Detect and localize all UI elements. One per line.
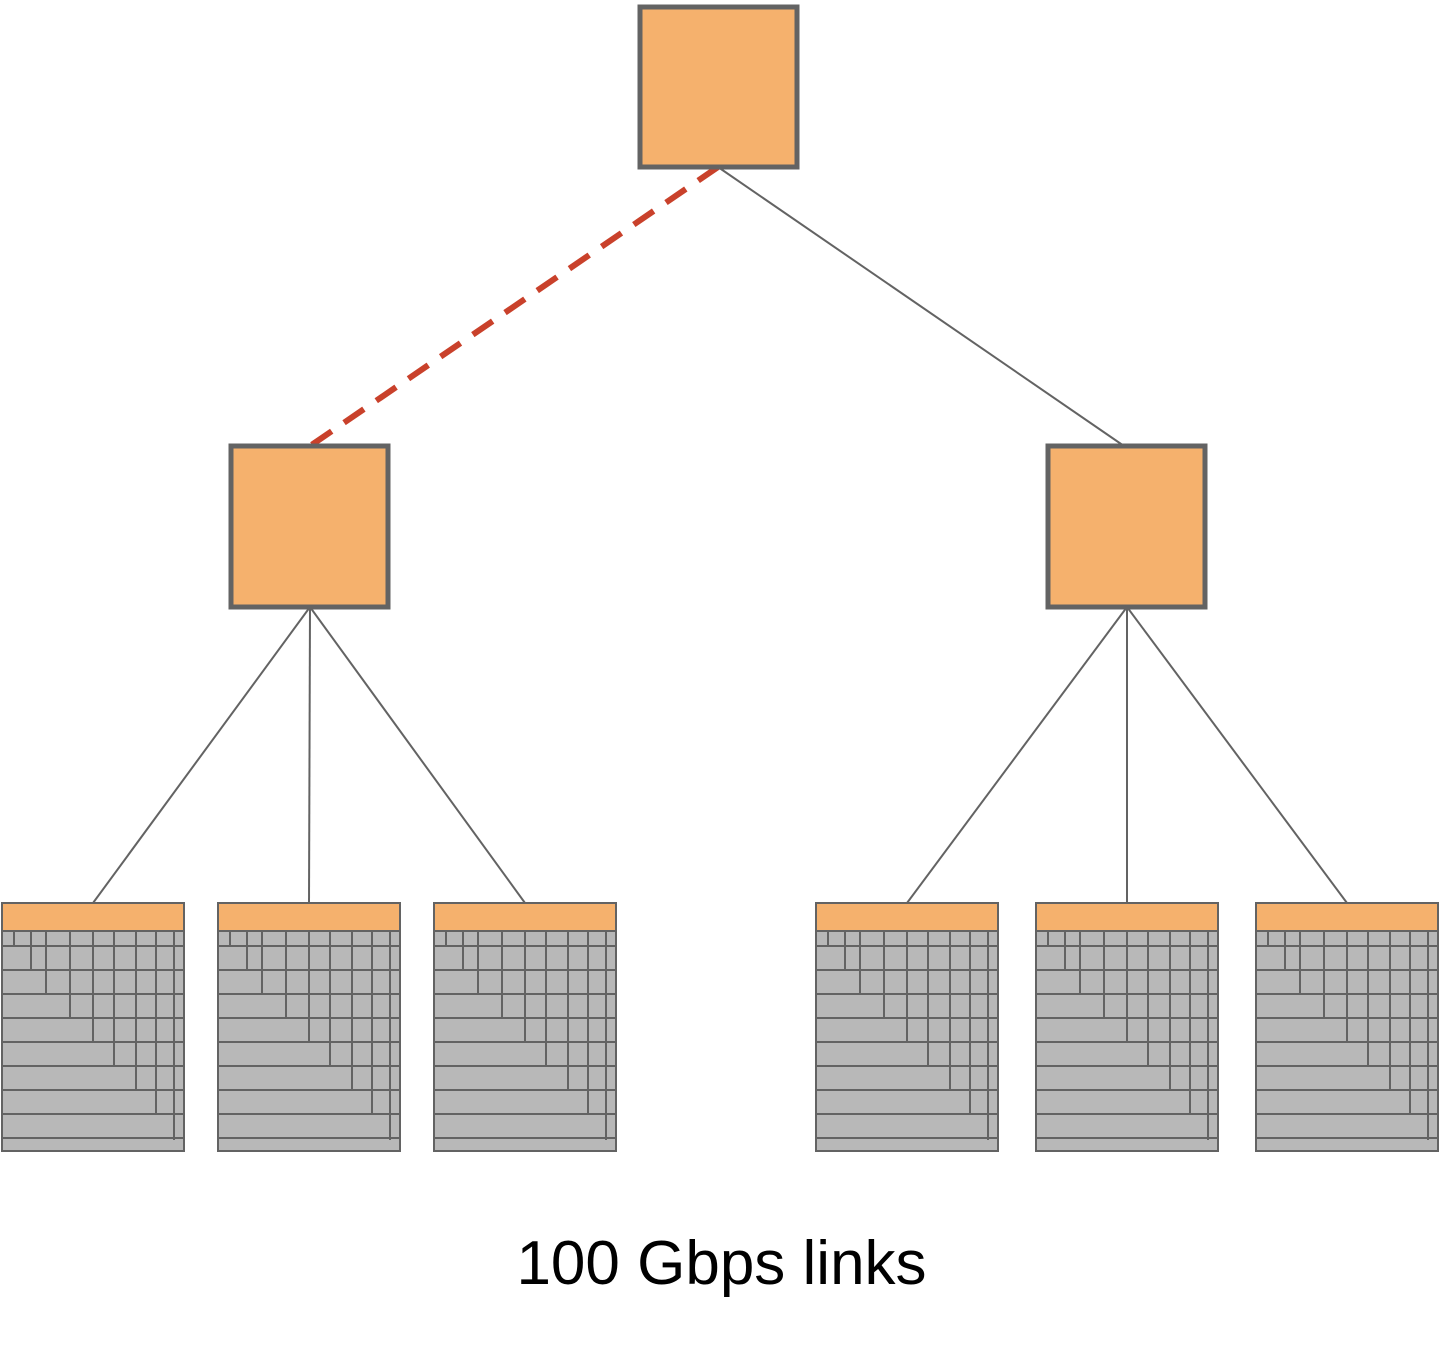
link-left-to-rack-2 — [308, 606, 311, 904]
link-left-to-rack-3 — [309, 606, 526, 904]
rack-3 — [433, 902, 617, 1152]
rack-5 — [1035, 902, 1219, 1152]
rack-6 — [1255, 902, 1439, 1152]
top-of-rack-switch — [1255, 902, 1439, 932]
switch-layer — [228, 4, 1208, 610]
core-switch — [637, 4, 800, 170]
rack-layer — [1, 902, 1439, 1152]
aggregation-switch-left — [228, 443, 391, 610]
top-of-rack-switch — [1035, 902, 1219, 932]
top-of-rack-switch — [1, 902, 185, 932]
top-of-rack-switch — [433, 902, 617, 932]
top-of-rack-switch — [815, 902, 999, 932]
rack-4 — [815, 902, 999, 1152]
aggregation-switch-right — [1045, 443, 1208, 610]
rack-1 — [1, 902, 185, 1152]
link-left-to-rack-1 — [92, 606, 311, 904]
link-right-to-rack-4 — [906, 606, 1128, 904]
link-core-to-right — [717, 166, 1125, 447]
link-right-to-rack-6 — [1126, 606, 1348, 904]
diagram-caption: 100 Gbps links — [516, 1229, 927, 1298]
failed-link-core-to-left — [308, 164, 720, 449]
links-layer — [92, 164, 1348, 904]
top-of-rack-switch — [217, 902, 401, 932]
rack-2 — [217, 902, 401, 1152]
